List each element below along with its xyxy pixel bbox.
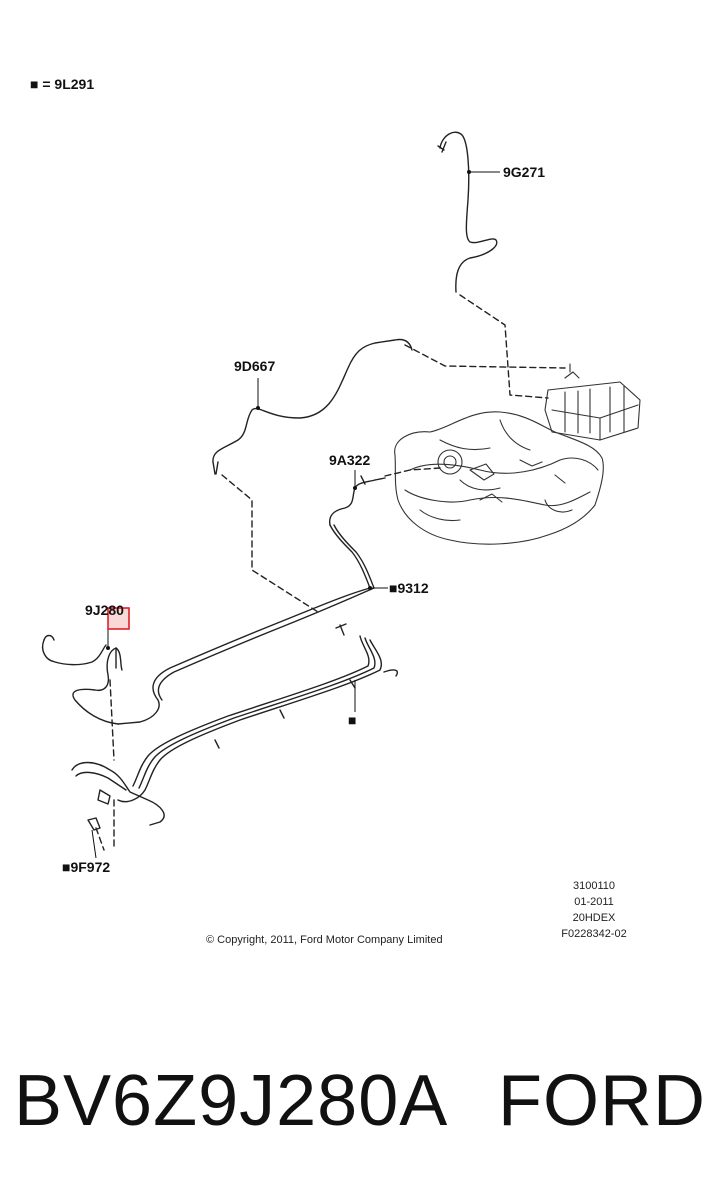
charcoal-canister: [544, 363, 641, 441]
stamp-line: F0228342-02: [561, 928, 627, 940]
brand-name: FORD: [498, 1061, 706, 1141]
legend: ■ = 9L291: [30, 76, 94, 92]
fuel-line-9j280: [41, 639, 123, 725]
legend-marker: ■: [30, 76, 39, 92]
copyright-notice: © Copyright, 2011, Ford Motor Company Li…: [206, 934, 443, 946]
fuel-line-9a322: [328, 479, 376, 526]
callout-marker: ■: [348, 712, 357, 728]
fuel-line-diagram: [41, 131, 641, 859]
callout-9d667: 9D667: [234, 358, 276, 374]
stamp-line: 20HDEX: [572, 912, 616, 924]
fuel-tank: [394, 411, 604, 545]
legend-text: = 9L291: [38, 76, 95, 92]
drawing-stamp: 3100110 01-2011 20HDEX F0228342-02: [552, 878, 636, 942]
stamp-line: 01-2011: [574, 896, 614, 908]
vapor-line-9g271: [439, 131, 498, 293]
part-number: BV6Z9J280A: [14, 1061, 449, 1141]
stamp-line: 3100110: [572, 880, 615, 892]
vapor-line-9d667: [212, 338, 413, 463]
callout-9a322: 9A322: [329, 452, 371, 468]
callout-9j280: 9J280: [85, 602, 124, 618]
fuel-line-bundle-9l291: [71, 623, 399, 831]
callout-9312: ■9312: [389, 580, 429, 596]
callout-9g271: 9G271: [503, 164, 546, 180]
callout-9f972: ■9F972: [62, 859, 111, 875]
fuel-line-9312: [117, 524, 371, 725]
highlight-box: [107, 607, 130, 630]
